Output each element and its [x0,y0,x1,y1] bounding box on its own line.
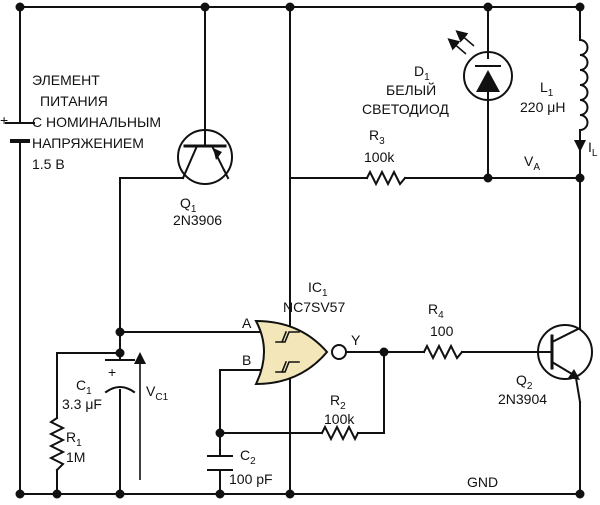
d1-line-1: БЕЛЫЙ [386,81,436,98]
q1-part: 2N3906 [173,212,222,228]
r2-name: R2 [330,392,346,412]
r1-value: 1M [66,449,85,465]
r3-value: 100k [364,149,395,165]
resistor-r3 [365,169,407,187]
battery-label-line-3: С НОМИНАЛЬНЫМ [32,114,161,130]
resistor-r2 [320,424,360,442]
r4-name: R4 [428,301,444,321]
ic1-pin-b: B [242,352,251,368]
r4-value: 100 [430,323,454,339]
resistor-r1 [48,416,66,472]
ic1-name: IC1 [308,279,328,299]
q2-name: Q2 [516,372,533,392]
current-arrow-il [574,140,586,152]
d1-name: D1 [414,63,430,83]
capacitor-c2 [207,455,233,471]
r3-name: R3 [369,127,385,147]
vc1-arrow [134,352,146,480]
battery-label-line-5: 1.5 В [32,156,65,172]
transistor-q1 [177,129,233,185]
c2-name: C2 [240,447,256,467]
c1-value: 3.3 μF [62,396,102,412]
d1-line-2: СВЕТОДИОД [362,101,449,117]
r1-name: R1 [66,429,82,449]
va-label: VA [524,153,540,173]
transistor-q2 [537,324,593,404]
battery-label-line-4: НАПРЯЖЕНИЕМ [32,135,144,151]
ic1-pin-a: A [242,315,252,331]
ic1-pin-y: Y [351,332,361,348]
capacitor-c1 [104,359,136,394]
r2-value: 100k [324,411,355,427]
led-emission-arrows [447,30,475,55]
il-label: IL [588,139,598,159]
c1-name: C1 [76,377,92,397]
l1-value: 220 μH [520,99,565,115]
led-d1 [463,39,513,111]
inductor-l1 [578,38,589,132]
battery-label: ЭЛЕМЕНТ ПИТАНИЯ С НОМИНАЛЬНЫМ НАПРЯЖЕНИЕ… [32,72,161,172]
c2-value: 100 pF [229,471,273,487]
vc1-label: VC1 [146,383,169,403]
nor-gate-ic1 [254,319,347,386]
battery-symbol: + [0,112,35,143]
c1-plus-sign: + [108,364,116,380]
resistor-r4 [422,343,464,361]
battery-plus-sign: + [0,112,8,128]
gnd-label: GND [467,474,498,490]
ic1-part: NC7SV57 [283,299,345,315]
battery-label-line-2: ПИТАНИЯ [40,93,108,109]
battery-label-line-1: ЭЛЕМЕНТ [32,72,100,88]
junction-dots [15,2,585,499]
q2-part: 2N3904 [498,391,547,407]
l1-name: L1 [540,79,554,99]
q1-name: Q1 [180,195,197,215]
